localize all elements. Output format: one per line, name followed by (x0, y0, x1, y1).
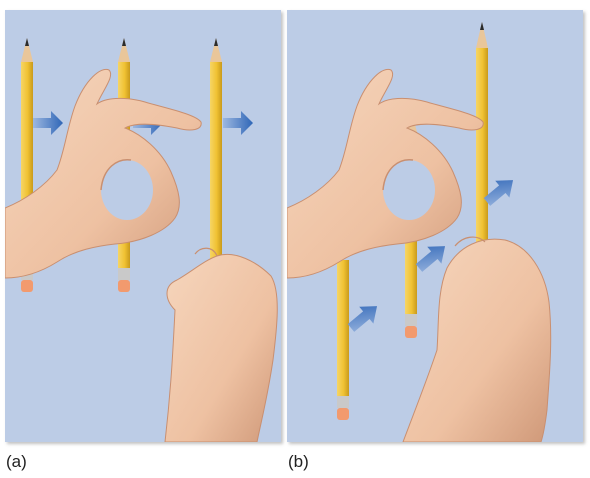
arrow-icon (223, 111, 253, 135)
pencil-icon (476, 22, 488, 266)
panel-b-illustration (287, 22, 552, 442)
panel-b-caption: (b) (288, 452, 309, 471)
panel-b (287, 10, 583, 442)
hand-icon (402, 236, 552, 442)
pencil-icon (337, 260, 349, 420)
arrow-icon (483, 180, 514, 206)
panel-a-caption: (a) (6, 452, 27, 471)
arrow-icon (33, 111, 63, 135)
hand-icon (287, 68, 484, 279)
hand-icon (164, 247, 278, 442)
arrow-icon (415, 246, 446, 272)
arrow-icon (347, 306, 378, 332)
hand-icon (5, 68, 202, 279)
panel-a (5, 10, 281, 442)
panel-a-illustration (5, 38, 278, 442)
